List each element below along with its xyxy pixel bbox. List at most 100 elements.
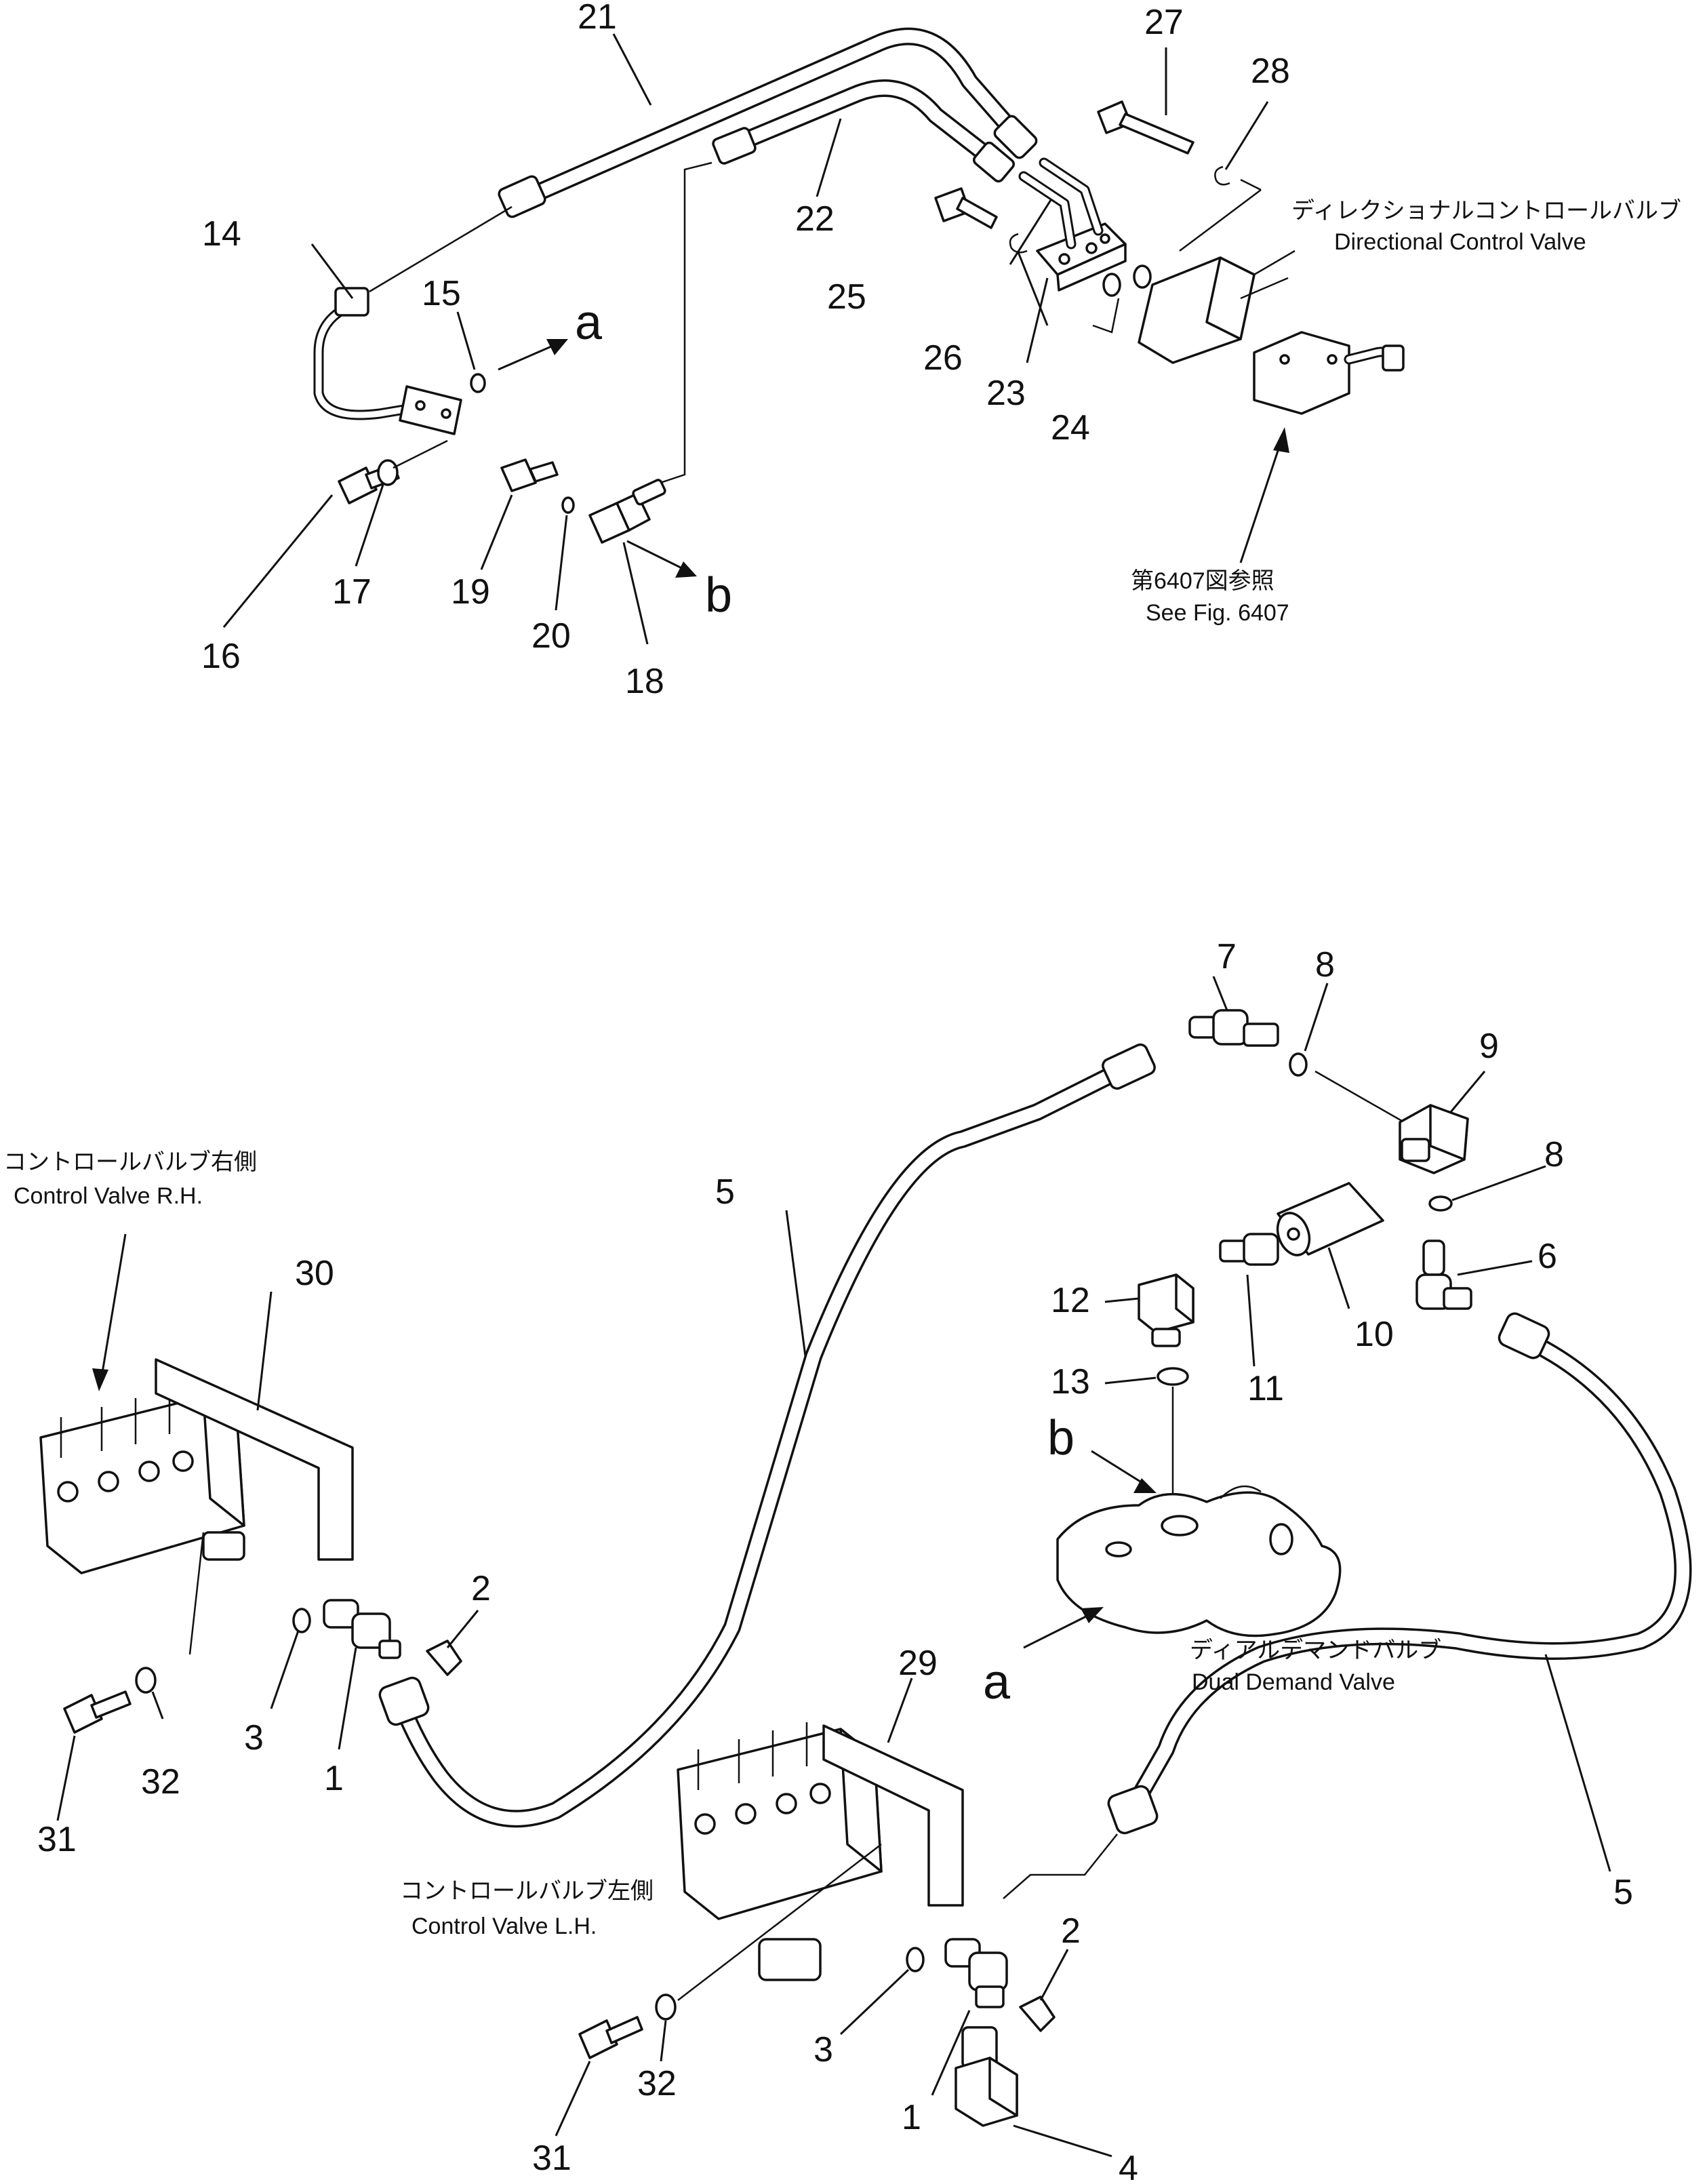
callout-20: 20	[531, 616, 571, 656]
leader-hose5-to-4	[1003, 1833, 1118, 1899]
callout-23: 23	[986, 374, 1026, 413]
bolt-19	[500, 458, 559, 492]
arrow-a-bottom-head	[1081, 1607, 1104, 1623]
bracket-30	[155, 1358, 354, 1561]
callout-17: 17	[332, 572, 371, 612]
arrow-b-top	[626, 540, 685, 571]
flange-23	[1018, 157, 1127, 292]
hose-21	[498, 27, 1038, 218]
fitting-1-rh	[323, 1599, 401, 1659]
callout-2a: 2	[471, 1569, 491, 1608]
hose-5-right	[1107, 1312, 1692, 1835]
leader-lines	[56, 33, 1611, 2158]
leader-24-bracket	[1092, 298, 1120, 334]
ref-b-top: b	[705, 568, 732, 622]
arrow-b-bottom	[1091, 1450, 1146, 1486]
label-cv-rh-en: Control Valve R.H.	[14, 1183, 203, 1209]
callout-8a: 8	[1315, 945, 1335, 985]
callout-4: 4	[1119, 2149, 1138, 2184]
washer-17	[377, 459, 399, 486]
arrow-see-fig-head	[1273, 427, 1289, 453]
text-labels: ディレクショナルコントロールバルブ Directional Control Va…	[3, 198, 1681, 1939]
cap-2-rh	[426, 1640, 462, 1676]
arrow-a-top-head	[546, 339, 568, 355]
callout-15: 15	[422, 274, 461, 313]
bolt-31-lh	[578, 2016, 643, 2059]
callout-8b: 8	[1544, 1135, 1564, 1174]
cap-2-lh	[1019, 1996, 1056, 2032]
pipe-14	[313, 287, 462, 435]
arrow-cv-rh	[100, 1233, 127, 1377]
label-cv-lh-jp: コントロールバルブ左側	[400, 1878, 654, 1904]
arrow-a-bottom	[1023, 1612, 1092, 1649]
callout-25: 25	[827, 277, 866, 317]
callout-5a: 5	[715, 1172, 735, 1212]
o-ring-8b	[1428, 1195, 1453, 1212]
callout-31b: 31	[532, 2139, 571, 2178]
callout-3a: 3	[244, 1718, 264, 1758]
callout-7: 7	[1217, 937, 1237, 976]
fitting-1-lh	[944, 1938, 1008, 2008]
label-dual-demand-en: Dual Demand Valve	[1192, 1669, 1395, 1695]
label-directional-valve-jp: ディレクショナルコントロールバルブ	[1291, 198, 1681, 224]
callout-6: 6	[1538, 1237, 1557, 1276]
arrow-see-fig	[1239, 440, 1283, 563]
ref-a-bottom: a	[983, 1655, 1011, 1709]
callout-29: 29	[898, 1644, 938, 1683]
label-cv-rh-jp: コントロールバルブ右側	[3, 1149, 257, 1175]
callout-19: 19	[451, 572, 490, 612]
callout-2b: 2	[1061, 1911, 1081, 1951]
callout-13: 13	[1051, 1362, 1090, 1402]
callout-18: 18	[625, 662, 664, 701]
block-4	[955, 2026, 1018, 2127]
label-see-fig-jp: 第6407図参照	[1131, 568, 1274, 594]
snap-ring-28	[1214, 165, 1230, 186]
directional-control-valve	[1138, 250, 1296, 364]
bolt-27	[1097, 100, 1194, 155]
washer-32-lh	[655, 1993, 677, 2021]
leader-valve-line	[1179, 189, 1262, 252]
ref-b-bottom: b	[1047, 1411, 1075, 1465]
label-directional-valve-en: Directional Control Valve	[1334, 229, 1586, 255]
o-ring-15	[470, 373, 486, 393]
callout-10: 10	[1354, 1315, 1394, 1354]
callout-24: 24	[1051, 408, 1090, 448]
callout-11: 11	[1247, 1369, 1284, 1408]
elbow-6	[1415, 1239, 1472, 1310]
plug-12	[1138, 1273, 1194, 1347]
callout-32a: 32	[141, 1762, 180, 1802]
callout-31a: 31	[37, 1820, 77, 1859]
leader-hose22-to-18	[654, 161, 712, 486]
label-dual-demand-jp: ディアルデマンドバルブ	[1190, 1637, 1441, 1663]
callout-30: 30	[295, 1254, 334, 1293]
control-valve-rh	[39, 1390, 245, 1574]
bolt-31-rh	[63, 1690, 132, 1734]
o-ring-24b	[1133, 264, 1152, 289]
callout-9: 9	[1479, 1027, 1499, 1066]
arrow-b-bottom-head	[1133, 1478, 1157, 1493]
valve-cover-fig6407	[1253, 331, 1405, 415]
leader-28-to-valve	[1240, 178, 1262, 191]
callout-27: 27	[1144, 3, 1184, 42]
hose-5-long	[378, 1043, 1156, 1828]
callout-12: 12	[1051, 1281, 1090, 1320]
dual-demand-valve	[1056, 1485, 1342, 1637]
leader-lh-to-32	[677, 1844, 882, 2001]
block-9	[1399, 1104, 1469, 1174]
callout-28: 28	[1251, 52, 1290, 91]
callout-3b: 3	[814, 2030, 833, 2069]
o-ring-13	[1157, 1367, 1189, 1386]
arrow-a-top	[498, 343, 557, 371]
leader-8-to-9	[1314, 1070, 1411, 1127]
callout-16: 16	[201, 637, 241, 676]
arrow-b-top-head	[675, 561, 697, 578]
label-cv-lh-en: Control Valve L.H.	[411, 1913, 597, 1939]
callout-1b: 1	[902, 2098, 921, 2137]
o-ring-3-lh	[906, 1947, 925, 1972]
ref-a-top: a	[575, 296, 603, 350]
control-valve-lh	[677, 1722, 883, 1981]
arrow-cv-rh-head	[92, 1368, 108, 1391]
check-valve-10	[1276, 1182, 1384, 1256]
callout-21: 21	[578, 0, 617, 37]
